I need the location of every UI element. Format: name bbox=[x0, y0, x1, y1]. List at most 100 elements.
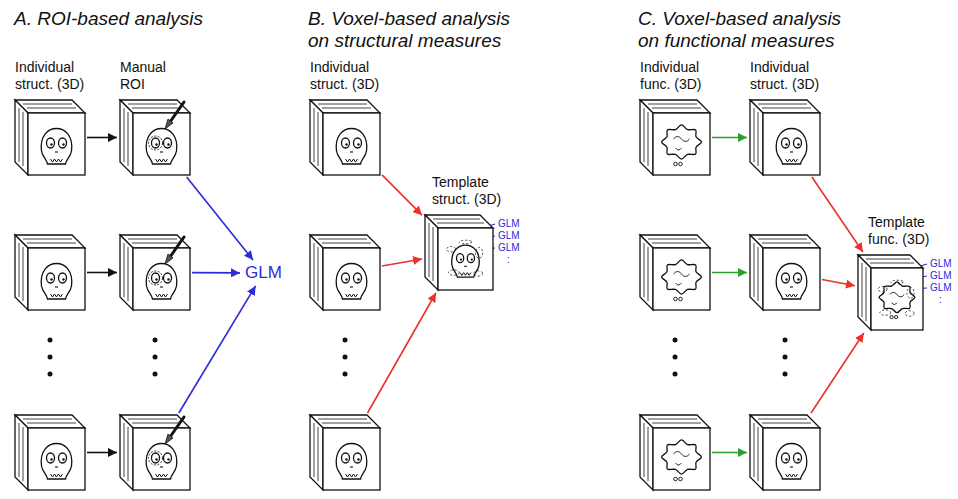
skull-eye bbox=[164, 138, 172, 148]
skull-teeth bbox=[786, 159, 798, 162]
cube-hatch bbox=[754, 108, 755, 162]
cube-hatch bbox=[23, 427, 24, 481]
cube-hatch bbox=[23, 247, 24, 301]
scan-cube bbox=[310, 415, 380, 490]
flow-arrow bbox=[87, 452, 117, 454]
cube-outline bbox=[750, 415, 820, 490]
brain-stem-mark bbox=[674, 162, 678, 166]
cube-front-face bbox=[871, 268, 923, 330]
skull-teeth bbox=[156, 294, 168, 297]
cube-hatch bbox=[437, 223, 484, 224]
cube-hatch bbox=[23, 419, 72, 420]
cube-hatch bbox=[23, 239, 72, 240]
cube-hatch bbox=[318, 112, 319, 166]
skull-pupil bbox=[460, 258, 462, 260]
skull-pupil bbox=[785, 143, 787, 145]
brain-stem-mark bbox=[674, 477, 678, 481]
cube-hatch bbox=[128, 239, 177, 240]
skull-outline bbox=[336, 444, 367, 480]
dot bbox=[783, 372, 788, 377]
flow-arrow bbox=[712, 137, 747, 139]
skull-nose bbox=[55, 151, 58, 152]
cube-side-face bbox=[310, 235, 323, 310]
skull-nose bbox=[350, 151, 353, 152]
cube-front-face bbox=[653, 248, 710, 310]
cube-hatch bbox=[23, 112, 24, 166]
cube-outline bbox=[310, 100, 380, 175]
skull-teeth bbox=[346, 294, 358, 297]
cube-side-face bbox=[15, 415, 28, 490]
skull-eye bbox=[457, 254, 464, 263]
cube-hatch bbox=[648, 247, 649, 301]
cube-side-face bbox=[310, 415, 323, 490]
cube-hatch bbox=[132, 243, 181, 244]
cube-hatch bbox=[762, 108, 811, 109]
brush-handle bbox=[170, 102, 184, 122]
skull-eye bbox=[354, 138, 362, 148]
skull-eye bbox=[152, 138, 160, 148]
skull-eye bbox=[164, 273, 172, 283]
skull-pupil bbox=[50, 458, 52, 460]
registration-blur bbox=[905, 311, 914, 316]
column-heading: Template func. (3D) bbox=[868, 214, 944, 248]
cube-front-face bbox=[133, 428, 190, 490]
cube-hatch bbox=[23, 104, 72, 105]
skull-eye bbox=[782, 138, 790, 148]
cube-hatch bbox=[314, 423, 315, 477]
cube-hatch bbox=[124, 243, 125, 297]
cube-outline bbox=[858, 255, 923, 330]
cube-hatch bbox=[652, 243, 701, 244]
functional-image: Individual func. (3D) bbox=[640, 100, 710, 175]
column-heading: Individual struct. (3D) bbox=[15, 59, 107, 93]
cube-hatch bbox=[124, 423, 125, 477]
glm-label: GLM bbox=[930, 270, 952, 282]
scan-cube bbox=[640, 100, 710, 175]
brain-outline bbox=[662, 440, 702, 474]
cube-hatch bbox=[648, 239, 697, 240]
skull-teeth bbox=[51, 294, 63, 297]
column-heading: Individual struct. (3D) bbox=[310, 59, 402, 93]
cube-front-face bbox=[653, 428, 710, 490]
dot bbox=[153, 338, 158, 343]
skull-outline bbox=[146, 264, 177, 300]
registration-blur bbox=[880, 310, 891, 315]
template-functional-image: Template func. (3D) bbox=[858, 255, 923, 330]
cube-hatch bbox=[758, 239, 807, 240]
cube-front-face bbox=[28, 428, 85, 490]
brain-outline bbox=[662, 260, 702, 294]
continuation-mark: : bbox=[939, 294, 942, 306]
cube-outline bbox=[15, 415, 85, 490]
cube-outline bbox=[640, 235, 710, 310]
skull-pupil bbox=[155, 143, 157, 145]
skull-nose bbox=[790, 151, 793, 152]
scan-cube bbox=[640, 415, 710, 490]
skull-eye bbox=[59, 453, 67, 463]
cube-hatch bbox=[762, 423, 811, 424]
cube-side-face bbox=[120, 415, 133, 490]
scan-cube bbox=[750, 415, 820, 490]
panel-title: C. Voxel-based analysis on functional me… bbox=[638, 8, 866, 52]
registration-blur bbox=[891, 280, 904, 284]
cube-front-face bbox=[438, 228, 493, 290]
scan-cube bbox=[640, 235, 710, 310]
skull-eye bbox=[342, 138, 350, 148]
cube-hatch bbox=[19, 108, 20, 162]
flow-arrow bbox=[712, 272, 747, 274]
cube-hatch bbox=[322, 243, 371, 244]
cube-hatch bbox=[433, 227, 434, 281]
cube-hatch bbox=[758, 247, 759, 301]
cube-hatch bbox=[19, 423, 20, 477]
skull-pupil bbox=[50, 278, 52, 280]
model-box: GLM bbox=[243, 263, 284, 283]
brain-stem-mark bbox=[894, 315, 897, 318]
column-heading: Individual struct. (3D) bbox=[750, 59, 842, 93]
skull-outline bbox=[41, 264, 72, 300]
skull-eye bbox=[354, 273, 362, 283]
dot bbox=[343, 338, 348, 343]
flow-arrow bbox=[368, 293, 436, 413]
skull-outline bbox=[776, 444, 807, 480]
skull-outline bbox=[41, 129, 72, 165]
skull-pupil bbox=[785, 278, 787, 280]
skull-nose bbox=[55, 286, 58, 287]
cube-hatch bbox=[128, 247, 129, 301]
